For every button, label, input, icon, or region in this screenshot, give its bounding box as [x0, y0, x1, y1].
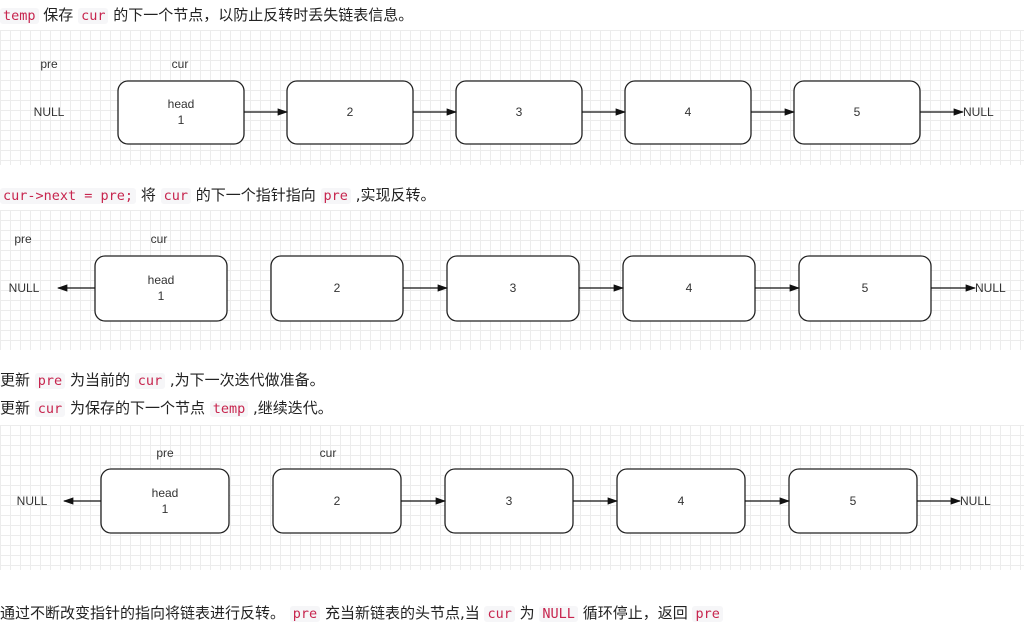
caption-text: 循环停止，返回	[577, 604, 693, 622]
diagram-1-svg: pre cur NULL head 1 2 3 4 5 NULL	[34, 57, 994, 145]
node-value: 3	[506, 494, 513, 508]
linked-list-diagram-3: pre cur NULL head 1 2 3 4 5 NULL	[0, 425, 1024, 570]
inline-code: temp	[209, 401, 249, 417]
inline-code: cur	[134, 373, 166, 389]
node-value: 2	[334, 281, 341, 295]
list-node: head 1	[94, 255, 228, 322]
inline-code: cur	[34, 401, 66, 417]
inline-code: pre	[34, 373, 66, 389]
node-label: head	[148, 273, 175, 287]
list-node: 2	[286, 80, 414, 145]
cur-label: cur	[320, 446, 337, 460]
list-node: 4	[622, 255, 756, 322]
node-label: head	[152, 486, 179, 500]
caption-save-temp: temp 保存 cur 的下一个节点，以防止反转时丢失链表信息。	[0, 5, 413, 26]
caption-text: ,为下一次迭代做准备。	[165, 371, 325, 389]
list-node: 5	[798, 255, 932, 322]
list-node: 4	[616, 468, 746, 534]
node-value: 1	[158, 289, 165, 303]
cur-label: cur	[151, 232, 168, 246]
null-right-label: NULL	[975, 281, 1006, 295]
caption-update-pre: 更新 pre 为当前的 cur ,为下一次迭代做准备。	[0, 370, 325, 391]
caption-text: 将	[136, 186, 161, 204]
null-right-label: NULL	[960, 494, 991, 508]
caption-text: ,继续迭代。	[248, 399, 333, 417]
caption-text: 为	[514, 604, 540, 622]
null-left-label: NULL	[34, 105, 65, 119]
pre-label: pre	[14, 232, 32, 246]
null-left-label: NULL	[9, 281, 40, 295]
node-value: 3	[516, 105, 523, 119]
list-node: head 1	[117, 80, 245, 145]
node-value: 4	[685, 105, 692, 119]
caption-text: 为当前的	[65, 371, 135, 389]
caption-text: ,实现反转。	[350, 186, 436, 204]
caption-text: 更新	[0, 399, 35, 417]
node-value: 4	[686, 281, 693, 295]
node-value: 4	[678, 494, 685, 508]
node-value: 1	[162, 502, 169, 516]
node-label: head	[168, 97, 195, 111]
list-node: 3	[455, 80, 583, 145]
pre-label: pre	[156, 446, 174, 460]
caption-summary: 通过不断改变指针的指向将链表进行反转。 pre 充当新链表的头节点,当 cur …	[0, 603, 723, 624]
node-value: 2	[347, 105, 354, 119]
pre-label: pre	[40, 57, 58, 71]
caption-text: 为保存的下一个节点	[65, 399, 210, 417]
linked-list-diagram-2: pre cur NULL head 1 2 3 4 5 NULL	[0, 210, 1024, 350]
node-value: 5	[862, 281, 869, 295]
list-node: 2	[270, 255, 404, 322]
inline-code: cur	[484, 606, 515, 622]
caption-text: 的下一个指针指向	[190, 186, 321, 204]
node-value: 3	[510, 281, 517, 295]
list-node: 4	[624, 80, 752, 145]
caption-text: 保存	[38, 6, 79, 24]
node-value: 2	[334, 494, 341, 508]
node-value: 5	[850, 494, 857, 508]
caption-text: 更新	[0, 371, 35, 389]
caption-text: 的下一个节点，以防止反转时丢失链表信息。	[108, 6, 414, 24]
node-value: 1	[178, 113, 185, 127]
diagram-2-svg: pre cur NULL head 1 2 3 4 5 NULL	[9, 232, 1006, 322]
caption-update-cur: 更新 cur 为保存的下一个节点 temp ,继续迭代。	[0, 398, 333, 419]
list-node: head 1	[100, 468, 230, 534]
caption-text: 通过不断改变指针的指向将链表进行反转。	[0, 604, 290, 622]
inline-code: cur	[78, 8, 109, 24]
inline-code: temp	[0, 8, 39, 24]
null-left-label: NULL	[17, 494, 48, 508]
inline-code: pre	[692, 606, 723, 622]
list-node: 3	[446, 255, 580, 322]
list-node: 5	[793, 80, 921, 145]
cur-label: cur	[172, 57, 189, 71]
inline-code: pre	[320, 188, 351, 204]
inline-code: pre	[289, 606, 321, 622]
caption-text: 充当新链表的头节点,当	[320, 604, 485, 622]
caption-reverse-pointer: cur->next = pre; 将 cur 的下一个指针指向 pre ,实现反…	[0, 185, 435, 206]
inline-code: cur	[160, 188, 191, 204]
list-node: 3	[444, 468, 574, 534]
list-node: 2	[272, 468, 402, 534]
inline-code: cur->next = pre;	[0, 188, 137, 204]
node-value: 5	[854, 105, 861, 119]
linked-list-diagram-1: pre cur NULL head 1 2 3 4 5 NULL	[0, 30, 1024, 165]
inline-code: NULL	[539, 606, 578, 622]
diagram-3-svg: pre cur NULL head 1 2 3 4 5 NULL	[17, 446, 991, 534]
list-node: 5	[788, 468, 918, 534]
null-right-label: NULL	[963, 105, 994, 119]
